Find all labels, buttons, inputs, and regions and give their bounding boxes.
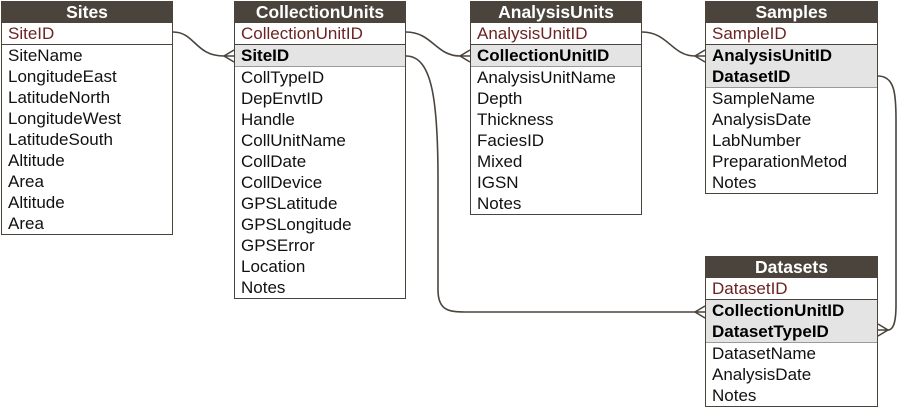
field-row: LongitudeEast <box>8 67 117 86</box>
crow-foot-icon <box>877 323 889 337</box>
foreign-key-field: CollectionUnitID <box>706 300 877 321</box>
crow-foot-icon <box>223 49 235 63</box>
field-row: Notes <box>241 278 286 297</box>
field-row: Notes <box>477 194 522 213</box>
field-row: CollDevice <box>241 173 323 192</box>
primary-key-field: SiteID <box>2 23 172 45</box>
table-title: Datasets <box>706 257 877 278</box>
field-row: Notes <box>712 386 757 405</box>
field-row: Notes <box>712 173 757 192</box>
foreign-key-field: CollectionUnitID <box>471 45 641 67</box>
field-row: LongitudeWest <box>8 109 122 128</box>
primary-key-field: DatasetID <box>706 278 877 300</box>
field-row: SampleName <box>712 89 815 108</box>
field-row: LatitudeSouth <box>8 130 113 149</box>
foreign-key-field: DatasetTypeID <box>706 321 877 343</box>
primary-key-field: AnalysisUnitID <box>471 23 641 45</box>
field-row: GPSLongitude <box>241 215 352 234</box>
field-row: AnalysisDate <box>712 365 812 384</box>
field-row: CollUnitName <box>241 131 346 150</box>
table-title: Samples <box>706 2 877 23</box>
field-row: CollDate <box>241 152 307 171</box>
field-row: Altitude <box>8 151 65 170</box>
field-row: GPSError <box>241 236 315 255</box>
field-row: DepEnvtID <box>241 89 324 108</box>
field-row: Thickness <box>477 110 554 129</box>
field-row: GPSLatitude <box>241 194 338 213</box>
primary-key-field: CollectionUnitID <box>235 23 405 45</box>
table-title: Sites <box>2 2 172 23</box>
primary-key-field: SampleID <box>706 23 877 45</box>
field-row: DatasetName <box>712 344 816 363</box>
table-title: CollectionUnits <box>235 2 405 23</box>
foreign-key-field: DatasetID <box>706 66 877 88</box>
field-row: AnalysisUnitName <box>477 68 616 87</box>
field-row: AnalysisDate <box>712 110 812 129</box>
field-row: Area <box>8 172 44 191</box>
field-row: Location <box>241 257 306 276</box>
crow-foot-icon <box>459 49 471 63</box>
field-row: CollTypeID <box>241 68 325 87</box>
field-row: SiteName <box>8 46 83 65</box>
field-row: Depth <box>477 89 523 108</box>
crow-foot-icon <box>694 305 706 319</box>
relationship-collectionunits-analysisunits <box>405 31 461 57</box>
field-row: Handle <box>241 110 295 129</box>
field-row: LatitudeNorth <box>8 88 111 107</box>
relationship-analysisunits-samples <box>641 31 696 57</box>
crow-foot-icon <box>694 49 706 63</box>
table-title: AnalysisUnits <box>471 2 641 23</box>
field-row: IGSN <box>477 173 519 192</box>
relationship-samples-datasets <box>877 75 897 331</box>
relationship-sites-collectionunits <box>172 31 225 57</box>
field-row: FaciesID <box>477 131 545 150</box>
foreign-key-field: AnalysisUnitID <box>706 45 877 66</box>
foreign-key-field: SiteID <box>235 45 405 67</box>
field-row: LabNumber <box>712 131 801 150</box>
field-row: Area <box>8 214 44 233</box>
field-row: PreparationMetod <box>712 152 848 171</box>
field-row: Mixed <box>477 152 523 171</box>
field-row: Altitude <box>8 193 65 212</box>
